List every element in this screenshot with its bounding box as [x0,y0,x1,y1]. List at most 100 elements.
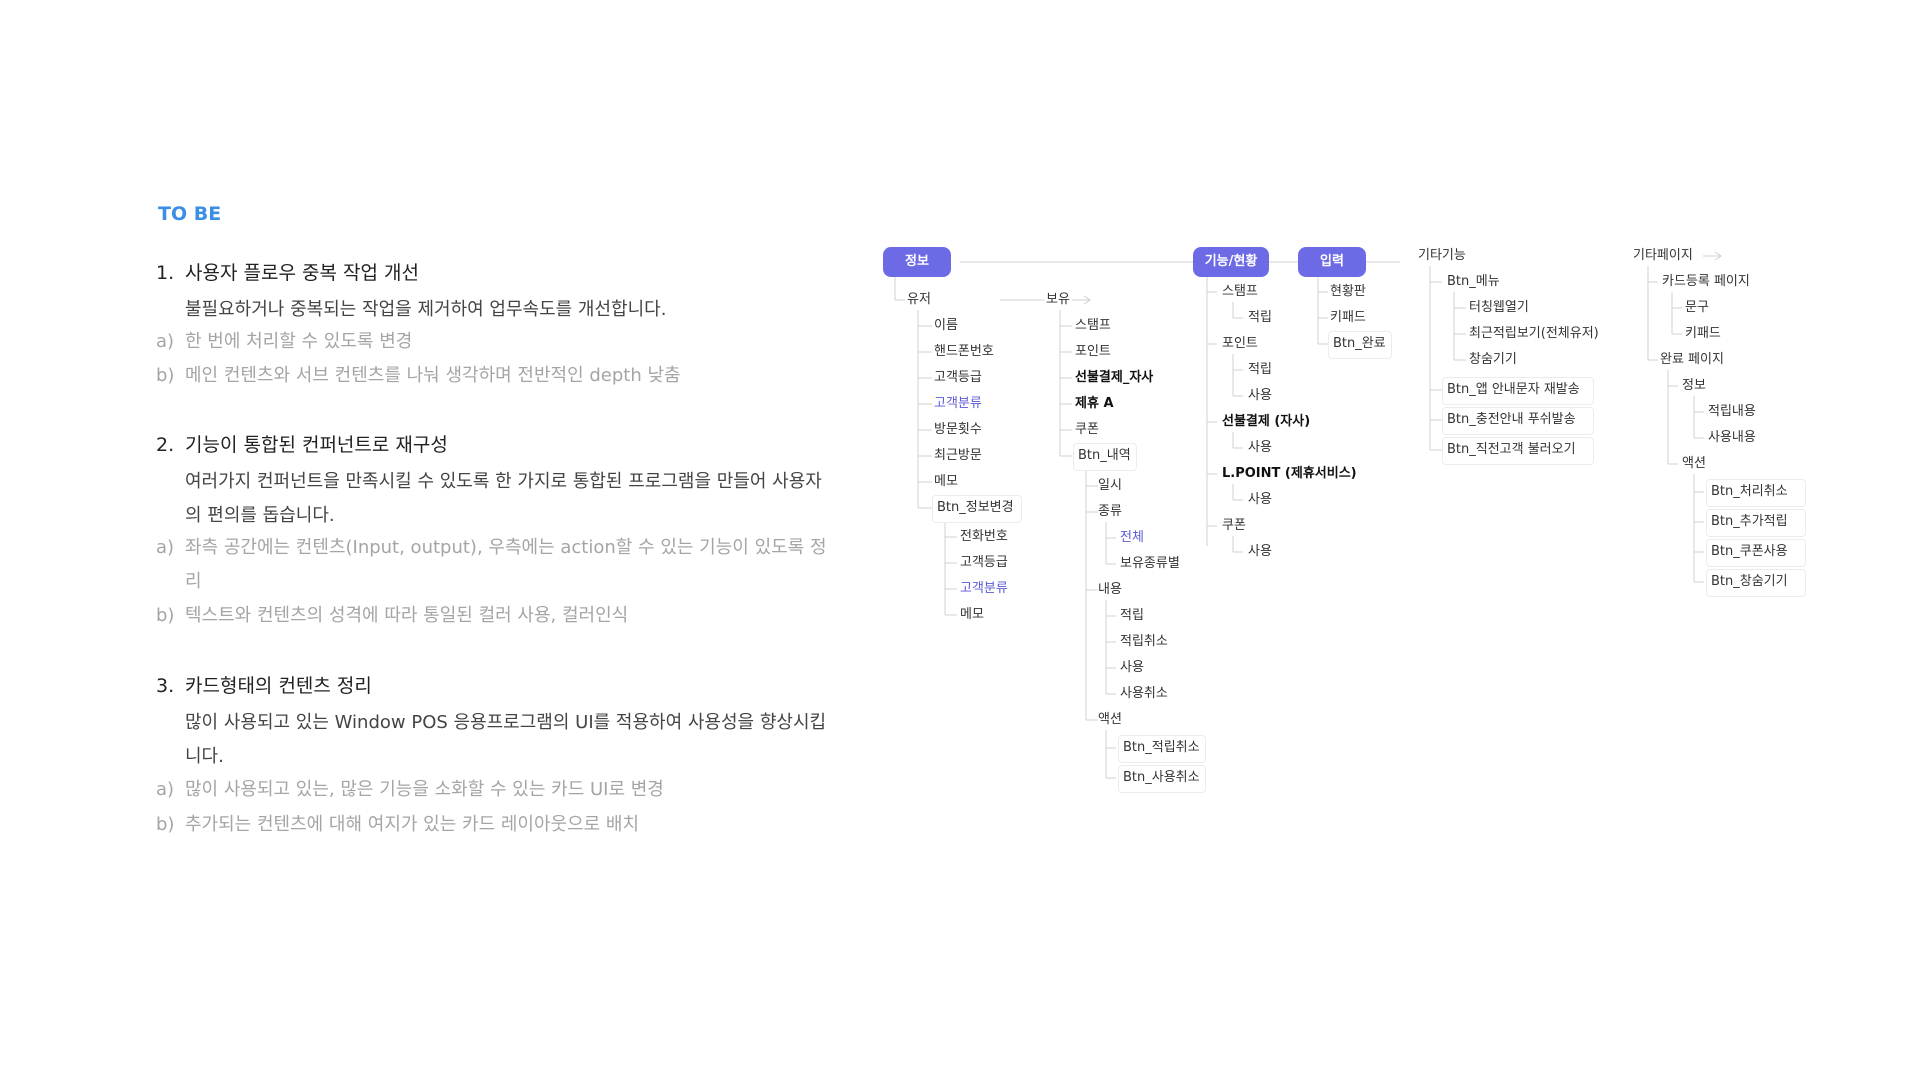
tree-node: 포인트 [1222,336,1258,351]
tree-node: 적립 [1248,362,1272,377]
tree-node: 사용 [1248,544,1272,559]
section-item: a) 한 번에 처리할 수 있도록 변경 [156,325,836,359]
item-marker: a) [156,331,175,352]
button-node: Btn_사용취소 [1123,770,1200,785]
item-text: 메인 컨텐츠와 서브 컨텐츠를 나눠 생각하며 전반적인 depth 낮춤 [185,365,681,386]
tree-node: 창숨기기 [1469,352,1517,367]
button-node: Btn_쿠폰사용 [1711,544,1788,559]
section-item: a)많이 사용되고 있는, 많은 기능을 소화할 수 있는 카드 UI로 변경 [156,773,836,807]
button-node-box [1328,331,1392,359]
tree-node: 정보 [1682,378,1706,393]
section-number: 2. [156,434,175,456]
button-node-box [1118,765,1206,793]
tree-node: 이름 [934,318,958,333]
tree-node: 사용취소 [1120,686,1168,701]
tree-node: 메모 [960,607,984,622]
tree-node: 선불결제_자사 [1075,370,1154,385]
section-item: b)텍스트와 컨텐츠의 성격에 따라 통일된 컬러 사용, 컬러인식 [156,599,836,633]
tree-node: 스탬프 [1075,318,1111,333]
section-description: 많이 사용되고 있는 Window POS 응용프로그램의 UI를 적용하여 사… [185,712,827,767]
tree-node: 적립취소 [1120,634,1168,649]
tree-node: 터칭웹열기 [1469,300,1529,315]
section-number: 3. [156,675,175,697]
tree-node: 적립 [1120,608,1144,623]
section-item: b)추가되는 컨텐츠에 대해 여지가 있는 카드 레이아웃으로 배치 [156,808,836,842]
category-pill: 입력 [1298,247,1366,277]
node-history-kind: 종류 [1098,504,1122,519]
tree-node: 고객분류 [960,581,1008,596]
item-marker: b) [156,365,175,386]
item-text: 좌측 공간에는 컨텐츠(Input, output), 우측에는 action할… [185,537,827,592]
tree-node: 사용 [1248,388,1272,403]
tree-node: 적립 [1248,310,1272,325]
tree-node: 스탬프 [1222,284,1258,299]
tree-node: Btn_메뉴 [1447,274,1500,289]
tree-node: 고객분류 [934,396,982,411]
button-node: Btn_창숨기기 [1711,574,1788,589]
tree-node: 사용 [1120,660,1144,675]
tree-node: 제휴 A [1075,396,1114,411]
tree-node: 최근방문 [934,448,982,463]
button-node: Btn_적립취소 [1123,740,1200,755]
tree-node: 쿠폰 [1222,518,1246,533]
item-text: 한 번에 처리할 수 있도록 변경 [185,331,413,352]
category-pill: 정보 [883,247,951,277]
tree-node: 방문횟수 [934,422,982,437]
section-title: 3. 카드형태의 컨텐츠 정리 [156,671,372,698]
section-title: 2.기능이 통합된 컨퍼넌트로 재구성 [156,430,448,457]
item-text: 추가되는 컨텐츠에 대해 여지가 있는 카드 레이아웃으로 배치 [185,814,640,835]
button-node-box [1706,509,1806,537]
tree-node: 문구 [1685,300,1709,315]
button-node: Btn_처리취소 [1711,484,1788,499]
button-node: Btn_추가적립 [1711,514,1788,529]
node-history-content: 내용 [1098,582,1122,597]
button-node-box [1706,569,1806,597]
node-history-action: 액션 [1098,712,1122,727]
button-node: Btn_내역 [1078,448,1131,463]
tree-node: 핸드폰번호 [934,344,994,359]
node-history-date: 일시 [1098,478,1122,493]
tree-node: 보유종류별 [1120,556,1180,571]
tree-node: 키패드 [1330,310,1366,325]
button-node: Btn_충전안내 푸쉬발송 [1447,412,1576,427]
tree-node: 고객등급 [934,370,982,385]
tree-node: 전체 [1120,530,1144,545]
button-node: Btn_직전고객 불러오기 [1447,442,1576,457]
tree-node: 고객등급 [960,555,1008,570]
tree-node: 최근적립보기(전체유저) [1469,326,1599,341]
button-node-box [932,495,1022,523]
heading-tobe: TO BE [158,203,222,225]
tree-node: 완료 페이지 [1660,352,1724,367]
tree-node: 사용 [1248,492,1272,507]
section-item: a)좌측 공간에는 컨텐츠(Input, output), 우측에는 actio… [156,531,836,599]
button-node-box [1442,437,1594,465]
section-heading: 카드형태의 컨텐츠 정리 [185,675,372,697]
node-etc-function: 기타기능 [1418,248,1466,263]
item-marker: b) [156,605,175,626]
button-node: Btn_앱 안내문자 재발송 [1447,382,1580,397]
button-node: Btn_정보변경 [937,500,1014,515]
item-text: 많이 사용되고 있는, 많은 기능을 소화할 수 있는 카드 UI로 변경 [185,779,664,800]
button-node-box [1442,407,1594,435]
arrow-icon [1072,295,1091,305]
button-node-box [1442,377,1594,405]
node-etc-page: 기타페이지 [1633,248,1693,263]
tree-node: 액션 [1682,456,1706,471]
section-heading: 사용자 플로우 중복 작업 개선 [185,262,419,284]
tree-node: L.POINT (제휴서비스) [1222,466,1357,481]
node-hold: 보유 [1046,292,1070,307]
tree-node: 쿠폰 [1075,422,1099,437]
category-pill: 기능/현황 [1193,247,1269,277]
button-node-box [1118,735,1206,763]
button-node: Btn_완료 [1333,336,1386,351]
section-description: 불필요하거나 중복되는 작업을 제거하여 업무속도를 개선합니다. [185,299,667,320]
section-number: 1. [156,262,175,284]
button-node-box [1073,443,1137,471]
button-node-box [1706,479,1806,507]
tree-node: 키패드 [1685,326,1721,341]
section-item: b) 메인 컨텐츠와 서브 컨텐츠를 나눠 생각하며 전반적인 depth 낮춤 [156,359,836,393]
arrow-icon [1703,251,1722,261]
tree-node: 전화번호 [960,529,1008,544]
